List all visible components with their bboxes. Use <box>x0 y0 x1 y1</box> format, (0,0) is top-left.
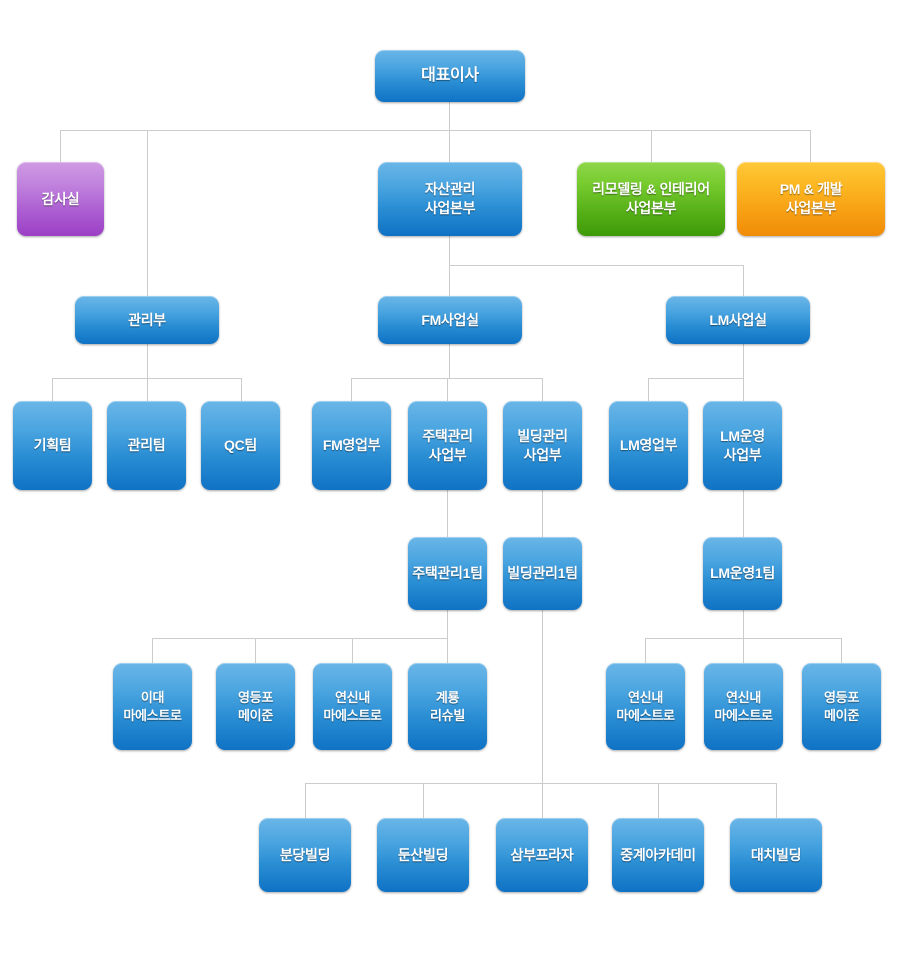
node-remodel-division[interactable]: 리모델링 & 인테리어 사업본부 <box>577 162 725 236</box>
connector-to-mgmt-dept <box>147 130 148 296</box>
connector-house-team-down <box>447 610 448 638</box>
node-asset-division[interactable]: 자산관리 사업본부 <box>378 162 522 236</box>
connector-to-bldg-bundang <box>305 783 306 818</box>
connector-to-lm-office <box>743 265 744 296</box>
node-site-yeonsinnae-maestro-2[interactable]: 연신내 마에스트로 <box>606 663 685 750</box>
node-site-yeonsinnae-maestro[interactable]: 연신내 마에스트로 <box>313 663 392 750</box>
connector-building-mgmt-to-team <box>542 490 543 537</box>
node-site-yeongdeungpo-mayjun-2[interactable]: 영등포 메이준 <box>802 663 881 750</box>
node-ceo[interactable]: 대표이사 <box>375 50 525 102</box>
connector-ceo-down <box>449 102 450 130</box>
node-building-sambu-plaza[interactable]: 삼부프라자 <box>496 818 588 892</box>
connector-to-site-ysn2 <box>645 638 646 663</box>
connector-lm-office-bus <box>648 378 744 379</box>
connector-to-asset-div <box>449 130 450 162</box>
node-management-team[interactable]: 관리팀 <box>107 401 186 490</box>
connector-fm-office-bus <box>351 378 542 379</box>
connector-to-site-gyeryong <box>447 638 448 663</box>
node-qc-team[interactable]: QC팀 <box>201 401 280 490</box>
node-site-ewha-maestro[interactable]: 이대 마에스트로 <box>113 663 192 750</box>
connector-to-qc-team <box>241 378 242 401</box>
connector-to-fm-sales <box>351 378 352 401</box>
connector-to-site-ysn3 <box>743 638 744 663</box>
node-management-dept[interactable]: 관리부 <box>75 296 219 344</box>
node-planning-team[interactable]: 기획팀 <box>13 401 92 490</box>
connector-to-audit <box>60 130 61 162</box>
connector-to-site-ewha <box>152 638 153 663</box>
node-lm-operations-team-1[interactable]: LM운영1팀 <box>703 537 782 610</box>
connector-to-building-mgmt <box>542 378 543 401</box>
connector-to-remodel-div <box>651 130 652 162</box>
node-building-bundang[interactable]: 분당빌딩 <box>259 818 351 892</box>
connector-to-bldg-junggye <box>658 783 659 818</box>
connector-level3-bus <box>449 265 743 266</box>
node-site-gyeryong-richuville[interactable]: 계룡 리슈빌 <box>408 663 487 750</box>
connector-to-mgmt-team <box>147 378 148 401</box>
connector-building-team-down <box>542 610 543 783</box>
connector-to-plan-team <box>52 378 53 401</box>
connector-sites-left-bus <box>152 638 448 639</box>
connector-fm-office-down <box>449 344 450 378</box>
node-building-junggye-academy[interactable]: 중계아카데미 <box>612 818 704 892</box>
node-lm-sales-dept[interactable]: LM영업부 <box>609 401 688 490</box>
connector-to-bldg-daechi <box>776 783 777 818</box>
node-lm-office[interactable]: LM사업실 <box>666 296 810 344</box>
connector-asset-down <box>449 236 450 265</box>
connector-to-site-ysn <box>352 638 353 663</box>
node-lm-operations-dept[interactable]: LM운영 사업부 <box>703 401 782 490</box>
node-building-management-dept[interactable]: 빌딩관리 사업부 <box>503 401 582 490</box>
connector-to-bldg-sambu <box>542 783 543 818</box>
connector-lm-ops-to-team <box>743 490 744 537</box>
node-site-yeonsinnae-maestro-3[interactable]: 연신내 마에스트로 <box>704 663 783 750</box>
connector-buildings-bus <box>305 783 776 784</box>
connector-to-site-ydp <box>255 638 256 663</box>
connector-house-mgmt-to-team <box>447 490 448 537</box>
node-site-yeongdeungpo-mayjun[interactable]: 영등포 메이준 <box>216 663 295 750</box>
connector-lm-team-down <box>743 610 744 638</box>
node-fm-office[interactable]: FM사업실 <box>378 296 522 344</box>
connector-to-fm-office <box>449 265 450 296</box>
node-building-daechi[interactable]: 대치빌딩 <box>730 818 822 892</box>
connector-top-bus <box>60 130 811 131</box>
node-audit-office[interactable]: 감사실 <box>17 162 104 236</box>
connector-to-site-ydp2 <box>841 638 842 663</box>
connector-lm-office-down <box>743 344 744 378</box>
connector-mgmt-dept-down <box>147 344 148 378</box>
node-fm-sales-dept[interactable]: FM영업부 <box>312 401 391 490</box>
connector-to-lm-ops <box>743 378 744 401</box>
connector-to-bldg-dunsan <box>423 783 424 818</box>
node-house-management-team-1[interactable]: 주택관리1팀 <box>408 537 487 610</box>
node-building-dunsan[interactable]: 둔산빌딩 <box>377 818 469 892</box>
node-building-management-team-1[interactable]: 빌딩관리1팀 <box>503 537 582 610</box>
connector-to-lm-sales <box>648 378 649 401</box>
connector-to-house-mgmt <box>447 378 448 401</box>
node-house-management-dept[interactable]: 주택관리 사업부 <box>408 401 487 490</box>
node-pm-division[interactable]: PM & 개발 사업본부 <box>737 162 885 236</box>
connector-to-pm-div <box>810 130 811 162</box>
